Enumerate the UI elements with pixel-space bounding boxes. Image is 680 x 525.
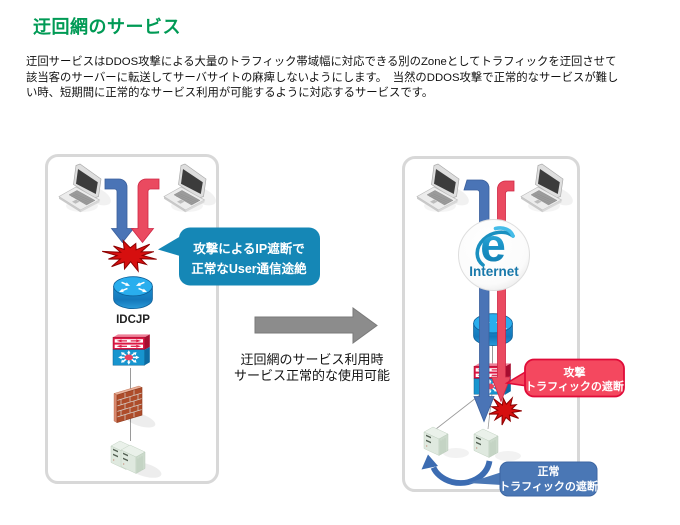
svg-text:トラフィックの遮断: トラフィックの遮断 <box>499 479 598 493</box>
svg-text:IDCJP: IDCJP <box>116 314 150 326</box>
svg-text:Internet: Internet <box>469 264 519 279</box>
svg-text:攻撃によるIP遮断で: 攻撃によるIP遮断で <box>193 241 304 256</box>
svg-text:正常なUser通信途絶: 正常なUser通信途絶 <box>191 261 307 276</box>
svg-text:攻撃: 攻撃 <box>564 365 586 379</box>
svg-text:正常: 正常 <box>538 464 560 478</box>
svg-text:トラフィックの遮断: トラフィックの遮断 <box>525 379 624 393</box>
